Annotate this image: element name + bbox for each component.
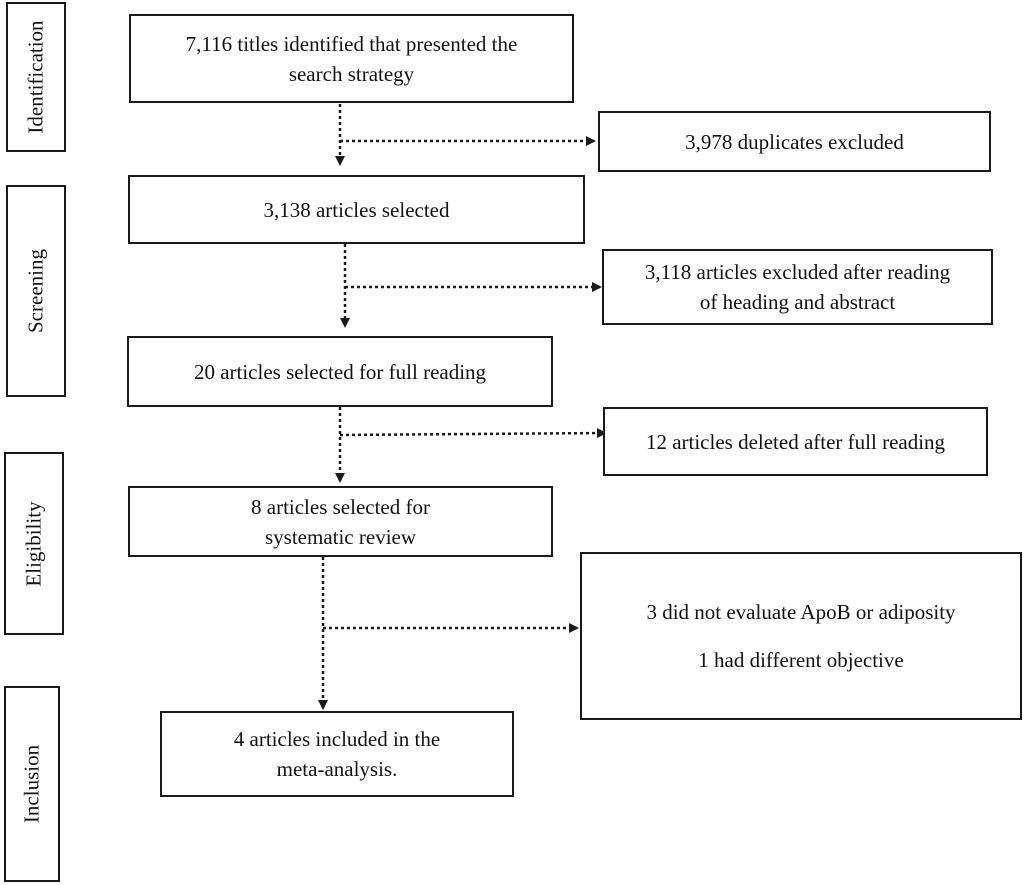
box-titles-identified-line-2: search strategy [288,61,415,86]
box-selected-systematic-review-line-1: 8 articles selected for [251,494,430,519]
box-exclusion-reasons-line-2: 1 had different objective [698,648,904,672]
box-duplicates-excluded-line-1: 3,978 duplicates excluded [685,129,904,154]
box-deleted-full-reading-line-1: 12 articles deleted after full reading [645,429,946,454]
box-titles-identified-line-1: 7,116 titles identified that presented t… [185,31,518,56]
box-selected-full-reading-line-1: 20 articles selected for full reading [193,359,487,384]
stage-identification: Identification [6,2,66,152]
stage-eligibility: Eligibility [4,452,64,635]
box-deleted-full-reading: 12 articles deleted after full reading [603,407,988,476]
box-articles-selected-line-1: 3,138 articles selected [263,197,450,222]
box-included-meta-analysis-line-1: 4 articles included in the [233,727,441,751]
box-excluded-heading-abstract-line-1: 3,118 articles excluded after reading [644,260,951,284]
box-exclusion-reasons: 3 did not evaluate ApoB or adiposity 1 h… [580,552,1022,720]
box-selected-systematic-review: 8 articles selected for systematic revie… [128,486,553,557]
box-selected-systematic-review-line-2: systematic review [264,524,417,549]
box-selected-full-reading: 20 articles selected for full reading [127,336,553,407]
box-included-meta-analysis: 4 articles included in the meta-analysis… [160,711,514,797]
box-duplicates-excluded: 3,978 duplicates excluded [598,111,991,172]
box-titles-identified: 7,116 titles identified that presented t… [129,14,574,103]
arrow-right-3 [339,428,607,439]
box-exclusion-reasons-line-1: 3 did not evaluate ApoB or adiposity [646,600,956,624]
box-included-meta-analysis-line-2: meta-analysis. [276,757,398,781]
stage-screening: Screening [6,185,66,397]
box-excluded-heading-abstract-line-2: of heading and abstract [699,290,896,314]
stage-inclusion: Inclusion [4,686,60,882]
box-articles-selected: 3,138 articles selected [128,175,585,244]
box-excluded-heading-abstract: 3,118 articles excluded after reading of… [602,249,993,325]
